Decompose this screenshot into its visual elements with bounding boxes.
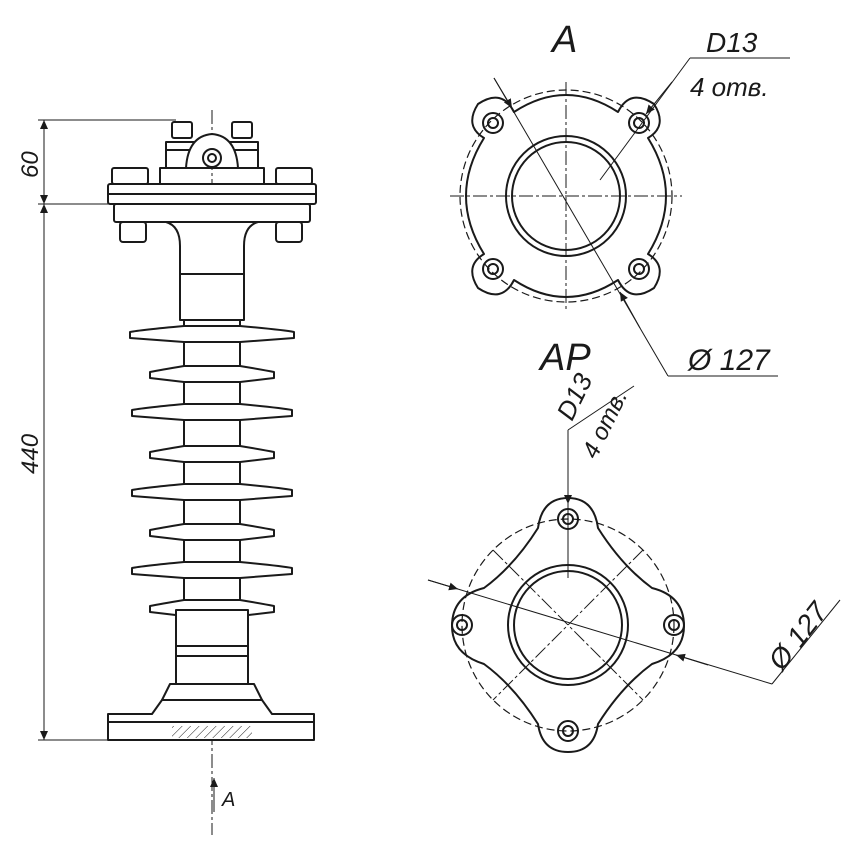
view-a-hole-size: D13: [706, 27, 758, 58]
shed-7: [131, 561, 293, 579]
view-arrow-label: A: [221, 789, 235, 811]
upper-shank: [165, 221, 259, 321]
base-flange: [107, 683, 315, 741]
side-view: 60 440 A: [17, 110, 317, 835]
view-ap: AP Ø 127 D13 4 отв.: [427, 337, 841, 753]
shed-3: [131, 403, 293, 421]
sheds: [129, 325, 295, 617]
view-a-title: A: [550, 19, 577, 61]
top-clamp: [159, 121, 265, 187]
top-flange: [107, 167, 317, 243]
lower-shank: [175, 609, 249, 685]
shed-4: [149, 445, 275, 463]
dim-total-height: 440: [17, 433, 44, 474]
shed-2: [149, 365, 275, 383]
view-a-diameter: Ø 127: [687, 344, 771, 377]
view-a-hole-count: 4 отв.: [690, 72, 769, 102]
base-hatch: [172, 726, 252, 738]
dim-top-height: 60: [17, 151, 44, 178]
shed-6: [149, 523, 275, 541]
view-ap-diameter: Ø 127: [762, 595, 835, 676]
view-a: A Ø 127 D13 4 отв.: [450, 19, 790, 377]
view-arrow: A: [210, 778, 235, 812]
shed-1: [129, 325, 295, 343]
view-ap-flange: [451, 497, 685, 753]
shed-5: [131, 483, 293, 501]
view-a-holes: [482, 112, 650, 280]
side-dimensions: 60 440: [17, 119, 176, 741]
view-ap-title: AP: [538, 337, 591, 379]
view-ap-diameter-line: [427, 579, 773, 685]
